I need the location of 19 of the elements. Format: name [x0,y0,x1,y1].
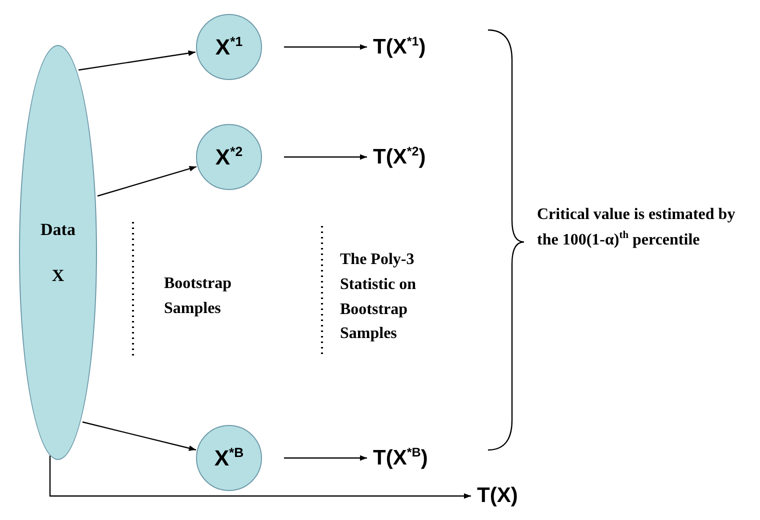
annotation-text: Critical value is estimated by the 100(1-α)$^{th}$ percentile [537,205,736,250]
annotation-text: Bootstrap Samples [164,274,233,319]
node-label: X$^{*1}$ [215,34,243,60]
node-label: X$^{*B}$ [214,444,244,472]
statistic-label: T(X$^{*1}$) [373,36,426,58]
arrow [284,455,367,461]
arrow [78,50,196,71]
arrow [284,44,367,50]
arrow [49,456,471,499]
arrow [284,154,367,160]
node-label: X$^{*2}$ [215,144,243,170]
annotation-text: The Poly-3 Statistic on Bootstrap Samples [340,250,417,344]
arrow [82,421,196,451]
node-label: X [52,266,64,286]
node-label: Data [40,220,76,240]
statistic-label: T(X) [477,484,518,507]
arrow [97,166,197,197]
statistic-label: T(X$^{*B}$) [373,446,428,470]
statistic-label: T(X$^{*2}$) [373,146,426,168]
